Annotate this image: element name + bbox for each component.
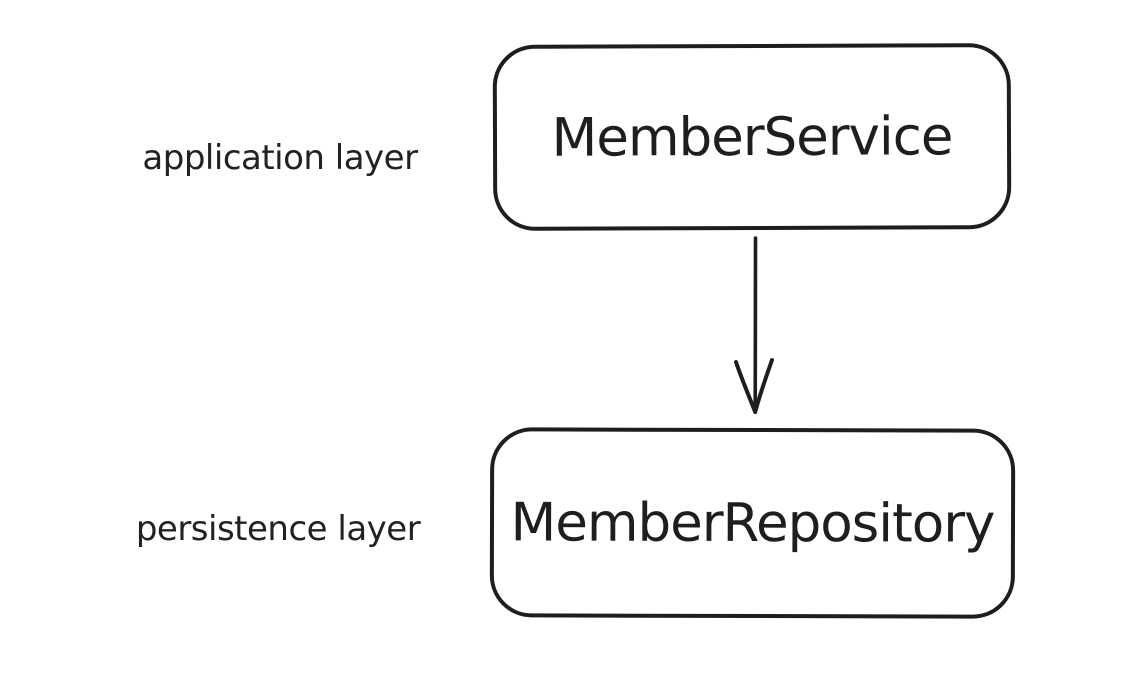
node-member-service: MemberService [492,43,1012,231]
node-member-repository: MemberRepository [489,427,1016,619]
node-member-service-label: MemberService [551,105,953,169]
persistence-layer-label: persistence layer [135,509,421,549]
arrow-down-icon [734,236,774,414]
application-layer-label: application layer [142,138,418,178]
node-member-repository-label: MemberRepository [510,491,995,555]
arrow-head [734,358,774,414]
